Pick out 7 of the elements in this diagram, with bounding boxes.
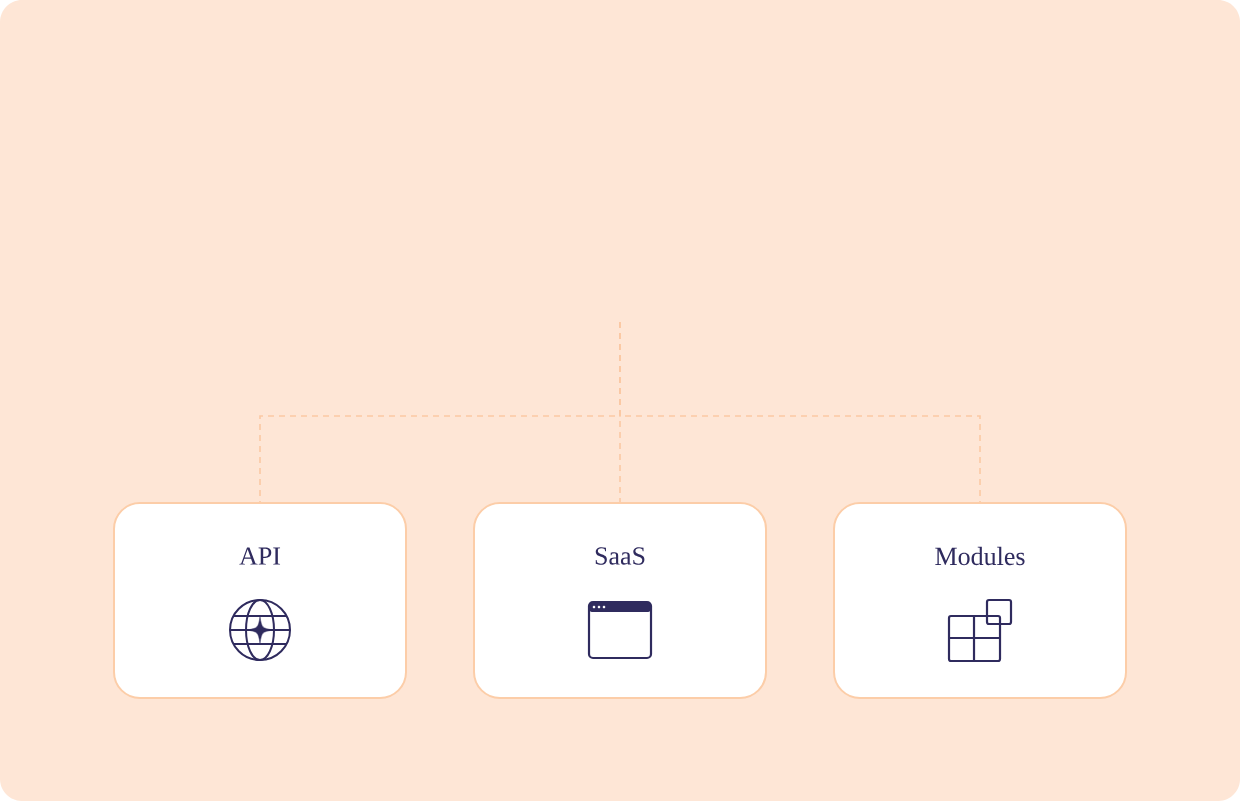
box-title: SaaS [595,547,645,565]
connector-line [619,321,981,503]
service-box [473,502,767,699]
service-box [833,502,1127,699]
service-box [113,502,407,699]
box-title: Modules [935,546,1025,566]
box-title: API [239,547,281,565]
